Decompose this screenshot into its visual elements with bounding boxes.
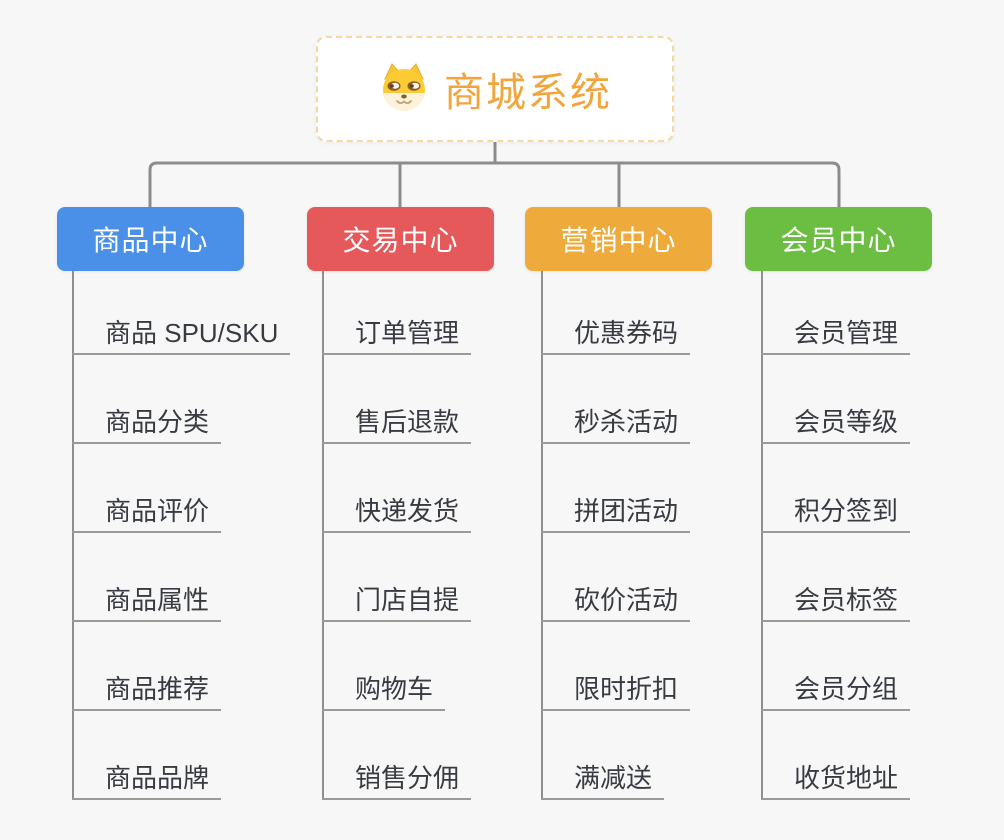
leaf-label: 商品品牌 [72,762,222,800]
leaf-label: 会员分组 [761,673,911,711]
root-node-title: 商城系统 [444,71,612,115]
leaf-label: 限时折扣 [541,673,691,711]
leaf-label: 销售分佣 [322,762,472,800]
root-node-mall-system[interactable]: 商城系统 [316,36,674,142]
leaf-node-shopping-cart[interactable]: 购物车 [322,673,446,711]
leaf-label: 满减送 [541,762,665,800]
branch-label: 营销中心 [560,225,677,256]
shiba-dog-icon [378,62,430,117]
branch-label: 会员中心 [780,225,897,256]
leaf-label: 商品 SPU/SKU [72,317,291,355]
leaf-node-flash-sale[interactable]: 秒杀活动 [541,406,691,444]
leaf-node-aftersale-refund[interactable]: 售后退款 [322,406,472,444]
branch4-child-line [761,271,763,800]
leaf-node-product-category[interactable]: 商品分类 [72,406,222,444]
leaf-label: 收货地址 [761,762,911,800]
branch-node-member-center[interactable]: 会员中心 [745,207,932,271]
leaf-label: 商品分类 [72,406,222,444]
leaf-node-product-spu-sku[interactable]: 商品 SPU/SKU [72,317,291,355]
branch-label: 商品中心 [92,225,209,256]
leaf-node-member-group[interactable]: 会员分组 [761,673,911,711]
branch1-child-line [72,271,74,800]
leaf-label: 商品属性 [72,584,222,622]
leaf-node-product-brand[interactable]: 商品品牌 [72,762,222,800]
leaf-label: 积分签到 [761,495,911,533]
leaf-node-product-attribute[interactable]: 商品属性 [72,584,222,622]
leaf-node-member-tag[interactable]: 会员标签 [761,584,911,622]
leaf-label: 砍价活动 [541,584,691,622]
leaf-node-spend-threshold-promo[interactable]: 满减送 [541,762,665,800]
leaf-node-shipping-address[interactable]: 收货地址 [761,762,911,800]
leaf-node-store-pickup[interactable]: 门店自提 [322,584,472,622]
leaf-node-product-review[interactable]: 商品评价 [72,495,222,533]
leaf-node-product-recommend[interactable]: 商品推荐 [72,673,222,711]
leaf-label: 拼团活动 [541,495,691,533]
leaf-node-express-shipping[interactable]: 快递发货 [322,495,472,533]
leaf-label: 商品推荐 [72,673,222,711]
branch-node-trade-center[interactable]: 交易中心 [307,207,494,271]
leaf-label: 快递发货 [322,495,472,533]
leaf-node-member-management[interactable]: 会员管理 [761,317,911,355]
leaf-label: 门店自提 [322,584,472,622]
branch2-child-line [322,271,324,800]
leaf-node-order-management[interactable]: 订单管理 [322,317,472,355]
branch-node-marketing-center[interactable]: 营销中心 [525,207,712,271]
leaf-label: 订单管理 [322,317,472,355]
leaf-node-limited-time-discount[interactable]: 限时折扣 [541,673,691,711]
leaf-label: 会员管理 [761,317,911,355]
leaf-label: 会员等级 [761,406,911,444]
leaf-label: 优惠券码 [541,317,691,355]
leaf-label: 购物车 [322,673,446,711]
leaf-label: 售后退款 [322,406,472,444]
leaf-node-sales-commission[interactable]: 销售分佣 [322,762,472,800]
leaf-node-group-buy[interactable]: 拼团活动 [541,495,691,533]
leaf-label: 秒杀活动 [541,406,691,444]
branch-node-product-center[interactable]: 商品中心 [57,207,244,271]
leaf-label: 商品评价 [72,495,222,533]
branch-bus-line [148,161,841,207]
branch-label: 交易中心 [342,225,459,256]
branch3-child-line [541,271,543,800]
leaf-label: 会员标签 [761,584,911,622]
leaf-node-points-checkin[interactable]: 积分签到 [761,495,911,533]
leaf-node-bargain-activity[interactable]: 砍价活动 [541,584,691,622]
leaf-node-member-level[interactable]: 会员等级 [761,406,911,444]
leaf-node-coupon-code[interactable]: 优惠券码 [541,317,691,355]
